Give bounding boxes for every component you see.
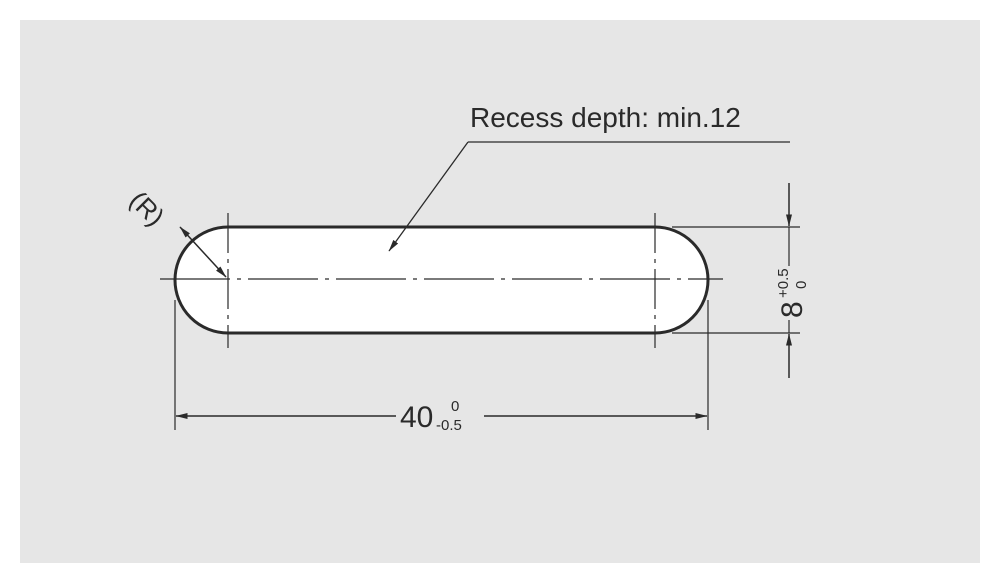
length-upper-tolerance: 0: [451, 398, 459, 415]
width-upper-tolerance: +0.5: [775, 268, 792, 298]
slot-outline: [173, 225, 710, 335]
width-lower-tolerance: 0: [793, 281, 810, 289]
width-label-backdrop: [778, 266, 808, 320]
width-nominal-label: 8: [776, 301, 809, 318]
recess-depth-note: Recess depth: min.12: [470, 102, 741, 133]
recess-leader-arrow: [388, 141, 469, 252]
length-nominal-label: 40: [400, 401, 433, 434]
radius-leader: [179, 226, 227, 278]
length-lower-tolerance: -0.5: [436, 417, 462, 434]
